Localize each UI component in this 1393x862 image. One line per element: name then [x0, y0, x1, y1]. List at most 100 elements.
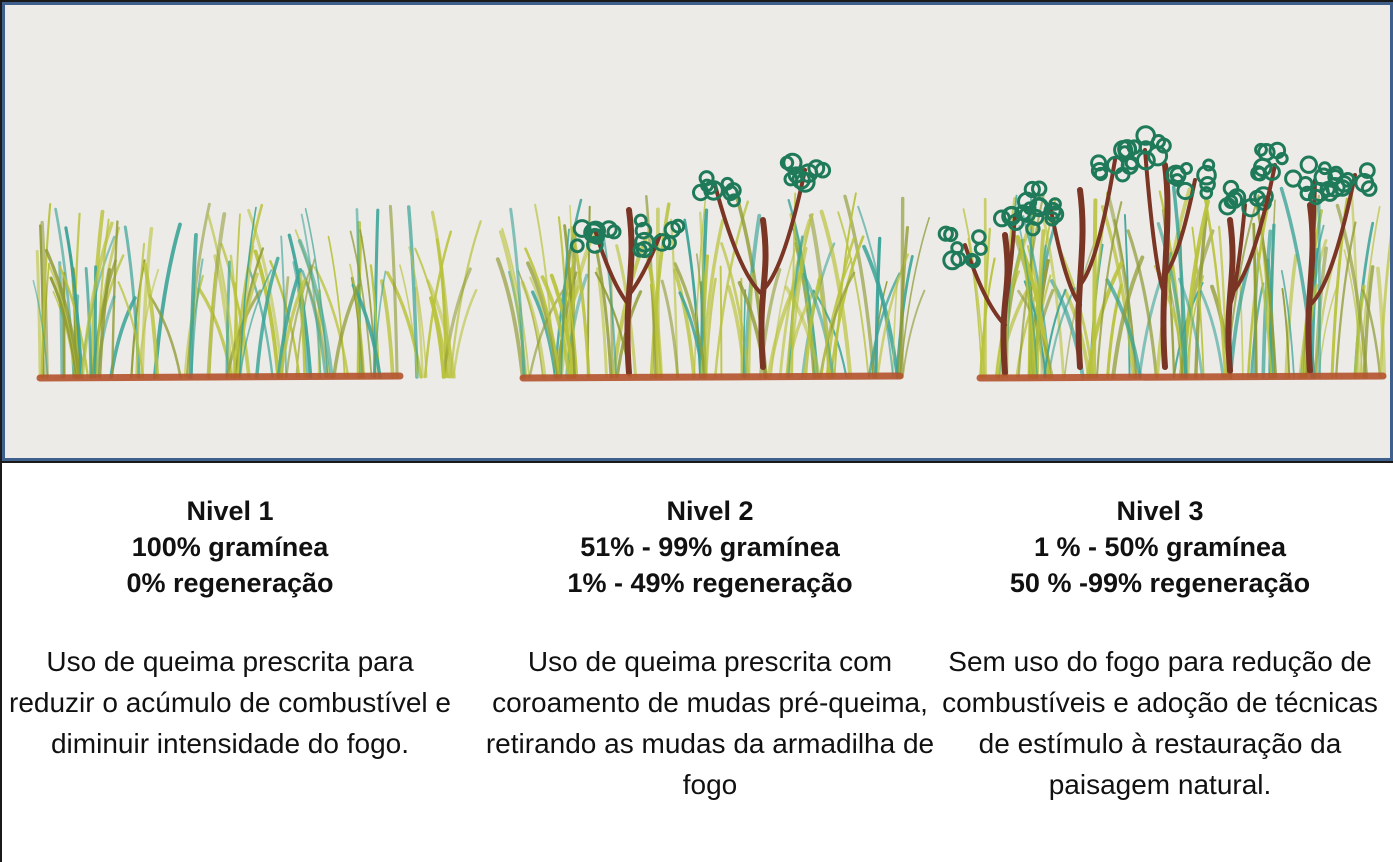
- grass-blade: [399, 264, 419, 378]
- canopy-curl: [782, 152, 803, 173]
- level-2-regeneration: 1% - 49% regeneração: [567, 568, 853, 598]
- grass-blade: [1191, 226, 1205, 378]
- grass-blade: [1239, 281, 1244, 378]
- grass-blade: [299, 272, 306, 379]
- soil-line: [36, 372, 404, 382]
- grass-blade: [117, 281, 145, 379]
- canopy-curl: [1307, 188, 1325, 206]
- level-1-title: Nivel 1: [186, 496, 274, 526]
- grass-blade: [509, 207, 526, 379]
- grass-blade: [857, 205, 895, 378]
- level-1-regeneration: 0% regeneração: [126, 568, 334, 598]
- canopy-curl: [1027, 208, 1045, 226]
- canopy-curl: [814, 161, 832, 179]
- canopy-curl: [1044, 211, 1060, 227]
- canopy-curl: [787, 166, 805, 184]
- grass-blade: [1092, 198, 1098, 379]
- grass-blade: [408, 246, 428, 378]
- grass-blade: [595, 249, 613, 379]
- canopy-curl: [1106, 155, 1125, 175]
- grass-blade: [1111, 255, 1145, 379]
- tree-branch: [1228, 203, 1247, 307]
- grass-blade: [1100, 205, 1136, 379]
- tree-branch: [627, 233, 662, 297]
- canopy-curl: [1196, 164, 1217, 186]
- grass-blade: [238, 206, 257, 378]
- grass-blade: [1203, 197, 1227, 379]
- canopy-curl: [1031, 180, 1048, 197]
- canopy-curl: [1117, 139, 1137, 159]
- grass-blade: [64, 226, 84, 379]
- grass-blade: [285, 264, 313, 379]
- tree-trunk: [758, 217, 769, 370]
- level-1-heading: Nivel 1 100% gramínea 0% regeneração: [0, 493, 460, 601]
- grass-blade: [843, 194, 876, 379]
- grass-blade: [564, 277, 579, 378]
- grass-blade: [449, 220, 482, 379]
- grass-blade: [58, 261, 64, 379]
- divider: [0, 461, 1393, 463]
- canopy-curl: [1313, 167, 1334, 187]
- soil-line: [519, 372, 904, 382]
- grass-blade: [385, 271, 423, 379]
- canopy-curl: [661, 235, 677, 251]
- canopy-curl: [670, 218, 686, 234]
- grass-blade: [560, 228, 570, 378]
- grass-blade: [719, 265, 723, 378]
- grass-blade: [1199, 289, 1225, 379]
- grass-blade: [704, 277, 717, 379]
- canopy-curl: [633, 213, 648, 228]
- tree-trunk: [624, 207, 635, 376]
- canopy-curl: [1043, 201, 1062, 221]
- grass-patch-level-3: [962, 185, 1390, 379]
- canopy-curl: [599, 220, 618, 239]
- canopy-curl: [779, 155, 795, 171]
- grass-blade: [1280, 270, 1295, 378]
- canopy-curl: [727, 193, 741, 208]
- canopy-curl: [964, 252, 979, 268]
- grass-blade: [817, 279, 831, 379]
- grass-blade: [833, 192, 857, 378]
- grass-blade: [673, 262, 708, 379]
- grass-blade: [388, 204, 399, 379]
- grass-blade: [208, 271, 217, 379]
- canopy-curl: [586, 235, 604, 254]
- grass-blade: [820, 257, 853, 378]
- grass-blade: [1043, 288, 1067, 379]
- canopy-curl: [1093, 166, 1109, 182]
- canopy-curl: [588, 227, 602, 242]
- grass-blade: [785, 213, 814, 379]
- canopy-curl: [1327, 169, 1344, 185]
- level-3-column: Nivel 3 1 % - 50% gramínea 50 % -99% reg…: [930, 493, 1390, 805]
- grass-blade: [349, 230, 373, 378]
- grass-blade: [693, 198, 707, 378]
- tree-trunk: [1075, 187, 1086, 370]
- grass-blade: [867, 272, 901, 379]
- canopy-curl: [1202, 158, 1216, 172]
- grass-blade: [1359, 205, 1381, 378]
- grass-blade: [32, 279, 49, 378]
- grass-blade: [429, 296, 446, 379]
- tree-branch: [1143, 148, 1167, 297]
- grass-blade: [327, 235, 346, 378]
- canopy-curl: [1165, 164, 1187, 186]
- grass-blade: [829, 235, 865, 379]
- grass-blade: [540, 275, 572, 379]
- grass-blade: [819, 209, 853, 379]
- level-2-heading: Nivel 2 51% - 99% gramínea 1% - 49% rege…: [480, 493, 940, 601]
- grass-blade: [1105, 278, 1142, 379]
- canopy-curl: [1299, 155, 1319, 174]
- grass-blade: [1281, 287, 1291, 378]
- tree-branch: [1078, 158, 1117, 287]
- canopy-curl: [1048, 197, 1062, 211]
- trees-level-2: [569, 152, 832, 376]
- grass-blade: [406, 205, 419, 379]
- grass-blade: [874, 236, 882, 379]
- grass-blade: [1187, 245, 1200, 378]
- canopy-curl: [1253, 186, 1274, 207]
- grass-blade: [80, 221, 114, 379]
- grass-blade: [276, 268, 303, 379]
- grass-blade: [206, 213, 237, 379]
- grass-blade: [1376, 266, 1387, 379]
